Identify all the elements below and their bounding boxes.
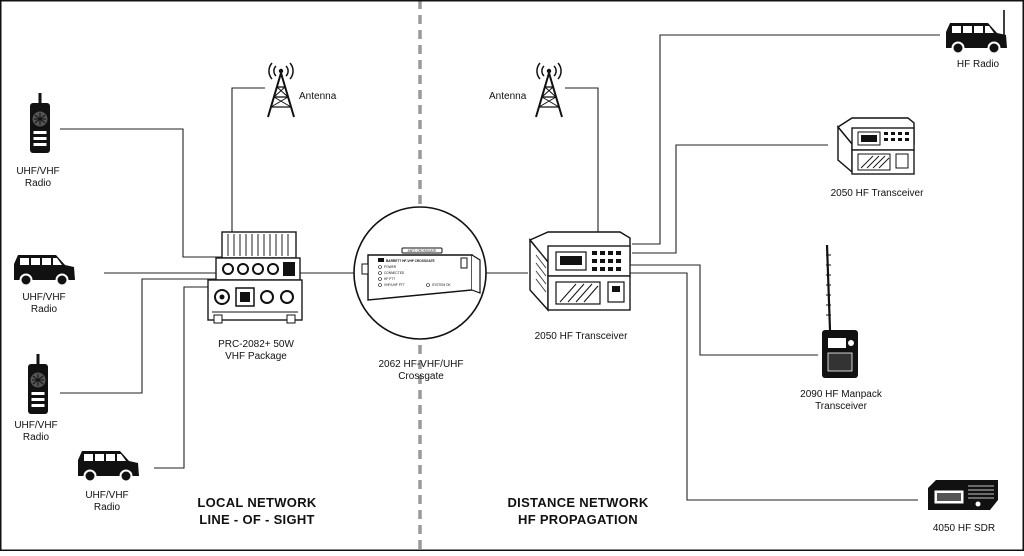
handheld-radio-icon: [29, 92, 51, 154]
vehicle-icon: [946, 10, 1007, 55]
vehicle-icon: [14, 255, 75, 287]
transceiver-right-label: 2050 HF Transceiver: [831, 188, 924, 199]
crossgate-brand: BARRETT HF-VHF CROSSGATE: [386, 259, 435, 263]
prc2082-device: [207, 231, 303, 324]
crossgate-device: ANT1 CROSSGATE BARRETT HF-VHF CROSSGATE …: [353, 206, 487, 340]
antenna-tower-icon: [267, 62, 295, 118]
led-power: POWER: [384, 265, 397, 269]
sdr-device: [928, 480, 998, 510]
transceiver-center-label: 2050 HF Transceiver: [535, 331, 628, 342]
handheld-radio-icon: [27, 353, 49, 415]
distance-network-title: DISTANCE NETWORK: [507, 495, 648, 510]
local-network-title: LOCAL NETWORK: [197, 495, 317, 510]
crossgate-top-label: ANT1 CROSSGATE: [408, 249, 437, 253]
antenna-left-label: Antenna: [299, 91, 337, 102]
hf-radio-label: HF Radio: [957, 59, 1000, 70]
vehicle-icon: [78, 451, 139, 483]
distance-network-subtitle: HF PROPAGATION: [518, 512, 638, 527]
antenna-tower-icon: [535, 62, 563, 118]
antenna-right-label: Antenna: [489, 91, 527, 102]
local-network-subtitle: LINE - OF - SIGHT: [199, 512, 315, 527]
led-connected: CONNECTED: [384, 271, 405, 275]
sdr-label: 4050 HF SDR: [933, 523, 995, 534]
led-system-ok: SYSTEM OK: [432, 283, 451, 287]
manpack-device: [822, 244, 858, 378]
led-vhf-ptt: VHF/UHF PTT: [384, 283, 405, 287]
transceiver-center-device: [528, 231, 631, 312]
connection-lines: [60, 34, 940, 501]
transceiver-right-device: [836, 117, 915, 175]
led-hf-ptt: HF PTT: [384, 277, 395, 281]
